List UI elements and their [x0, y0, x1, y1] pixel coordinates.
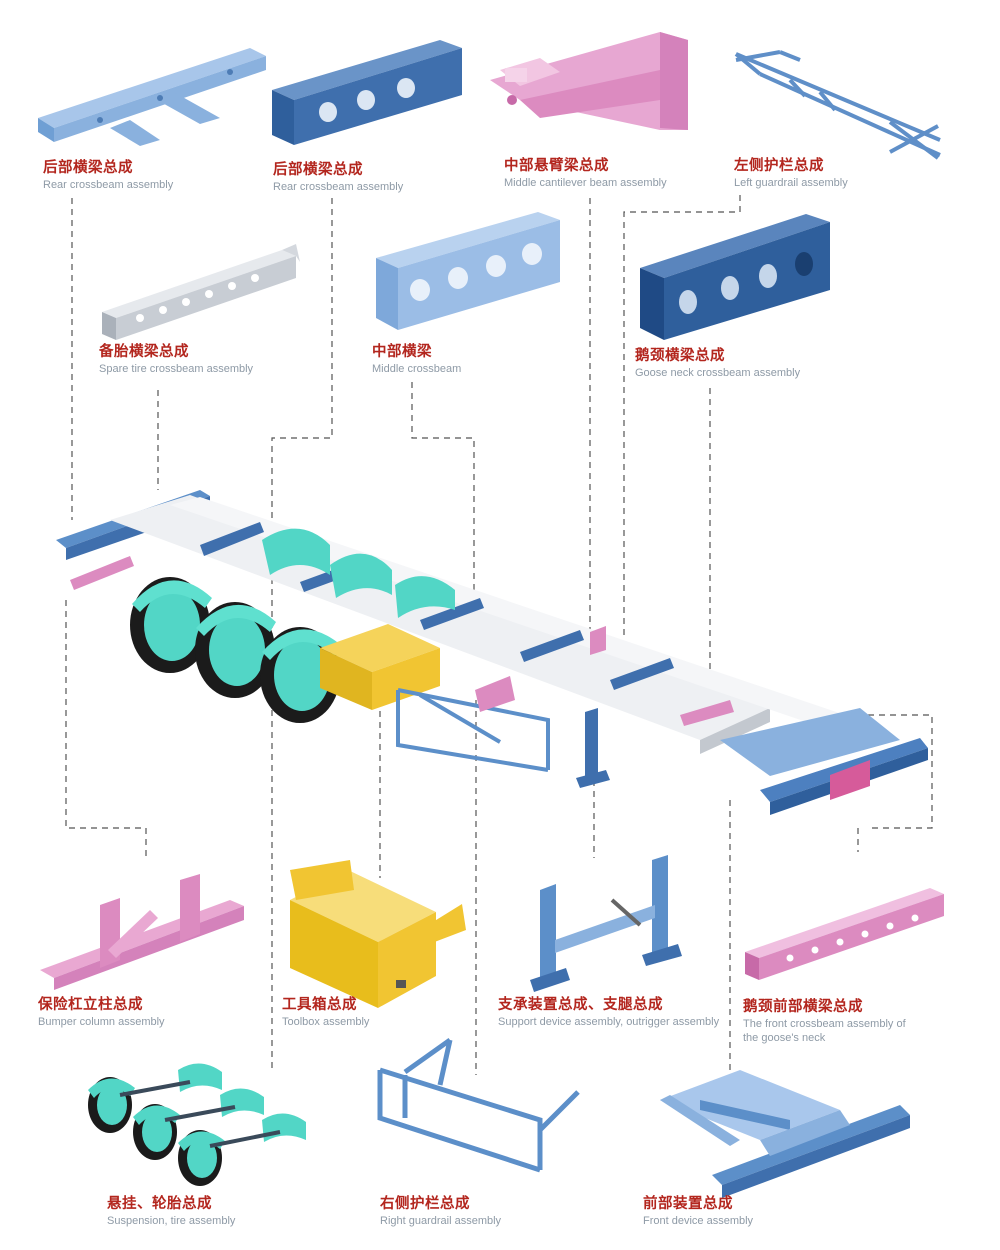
label-cn: 工具箱总成: [282, 997, 357, 1013]
label-en: Suspension, tire assembly: [107, 1214, 236, 1227]
label-middle-cantilever: 中部悬臂梁总成 Middle cantilever beam assembly: [504, 158, 667, 189]
label-en: Support device assembly, outrigger assem…: [498, 1015, 720, 1028]
label-goose-neck-front-crossbeam: 鹅颈前部横梁总成 The front crossbeam assembly of…: [743, 999, 906, 1045]
label-front-device: 前部装置总成 Front device assembly: [643, 1196, 753, 1227]
label-cn: 中部悬臂梁总成: [504, 158, 609, 174]
label-cn: 备胎横梁总成: [99, 344, 189, 360]
label-cn: 悬挂、轮胎总成: [107, 1196, 212, 1212]
label-en: The front crossbeam assembly of: [743, 1017, 906, 1030]
label-cn: 支承装置总成、支腿总成: [498, 997, 663, 1013]
label-middle-crossbeam: 中部横梁 Middle crossbeam: [372, 344, 461, 375]
label-en-line-2: the goose's neck: [743, 1032, 826, 1045]
label-cn: 右侧护栏总成: [380, 1196, 470, 1212]
label-rear-crossbeam-1: 后部横梁总成 Rear crossbeam assembly: [43, 160, 173, 191]
label-cn: 左侧护栏总成: [734, 158, 824, 174]
label-cn: 中部横梁: [372, 344, 432, 360]
label-cn: 后部横梁总成: [273, 162, 363, 178]
label-rear-crossbeam-2: 后部横梁总成 Rear crossbeam assembly: [273, 162, 403, 193]
label-cn: 保险杠立柱总成: [38, 997, 143, 1013]
part-bumper-column: [40, 874, 244, 990]
leader-line-left-guardrail: [623, 195, 741, 640]
part-toolbox: [290, 860, 466, 1008]
main-chassis-assembly: [56, 490, 928, 815]
label-en: Goose neck crossbeam assembly: [635, 366, 801, 379]
part-left-guardrail: [734, 50, 941, 160]
label-en: Left guardrail assembly: [734, 176, 848, 189]
label-en: Front device assembly: [643, 1214, 754, 1227]
part-front-device: [660, 1070, 910, 1198]
part-right-guardrail: [377, 1037, 580, 1173]
label-suspension-tires: 悬挂、轮胎总成 Suspension, tire assembly: [107, 1196, 235, 1227]
part-suspension-tires: [88, 1063, 306, 1186]
label-en: Middle crossbeam: [372, 362, 462, 375]
label-bumper-column: 保险杠立柱总成 Bumper column assembly: [38, 997, 165, 1028]
label-en: Spare tire crossbeam assembly: [99, 362, 254, 375]
label-right-guardrail: 右侧护栏总成 Right guardrail assembly: [380, 1196, 501, 1227]
label-spare-tire-crossbeam: 备胎横梁总成 Spare tire crossbeam assembly: [99, 344, 253, 375]
leader-line-front-device: [868, 714, 933, 829]
label-cn: 前部装置总成: [643, 1196, 733, 1212]
label-en: Toolbox assembly: [282, 1015, 370, 1028]
part-support-device: [530, 855, 682, 992]
part-rear-crossbeam-1: [38, 48, 266, 146]
label-en: Middle cantilever beam assembly: [504, 176, 667, 189]
part-middle-cantilever: [490, 32, 688, 130]
part-goose-neck-crossbeam: [640, 214, 830, 340]
label-goose-neck-crossbeam: 鹅颈横梁总成 Goose neck crossbeam assembly: [635, 348, 800, 379]
label-cn: 后部横梁总成: [43, 160, 133, 176]
leader-line-rear-crossbeam-2: [271, 198, 333, 1070]
label-en: Rear crossbeam assembly: [273, 180, 404, 193]
part-middle-crossbeam: [376, 212, 560, 330]
part-goose-neck-front-crossbeam: [745, 888, 944, 980]
label-en: Rear crossbeam assembly: [43, 178, 174, 191]
leader-line-middle-crossbeam: [411, 382, 475, 595]
label-cn: 鹅颈横梁总成: [635, 348, 725, 364]
leader-line-bumper: [65, 600, 147, 858]
leader-lines: [65, 195, 933, 1075]
label-toolbox: 工具箱总成 Toolbox assembly: [282, 997, 369, 1028]
part-spare-tire-crossbeam: [102, 244, 300, 340]
part-rear-crossbeam-2: [272, 40, 462, 145]
label-left-guardrail: 左侧护栏总成 Left guardrail assembly: [734, 158, 848, 189]
label-cn: 鹅颈前部横梁总成: [743, 999, 863, 1015]
label-en: Bumper column assembly: [38, 1015, 165, 1028]
label-support-device: 支承装置总成、支腿总成 Support device assembly, out…: [498, 997, 719, 1028]
label-en: Right guardrail assembly: [380, 1214, 502, 1227]
